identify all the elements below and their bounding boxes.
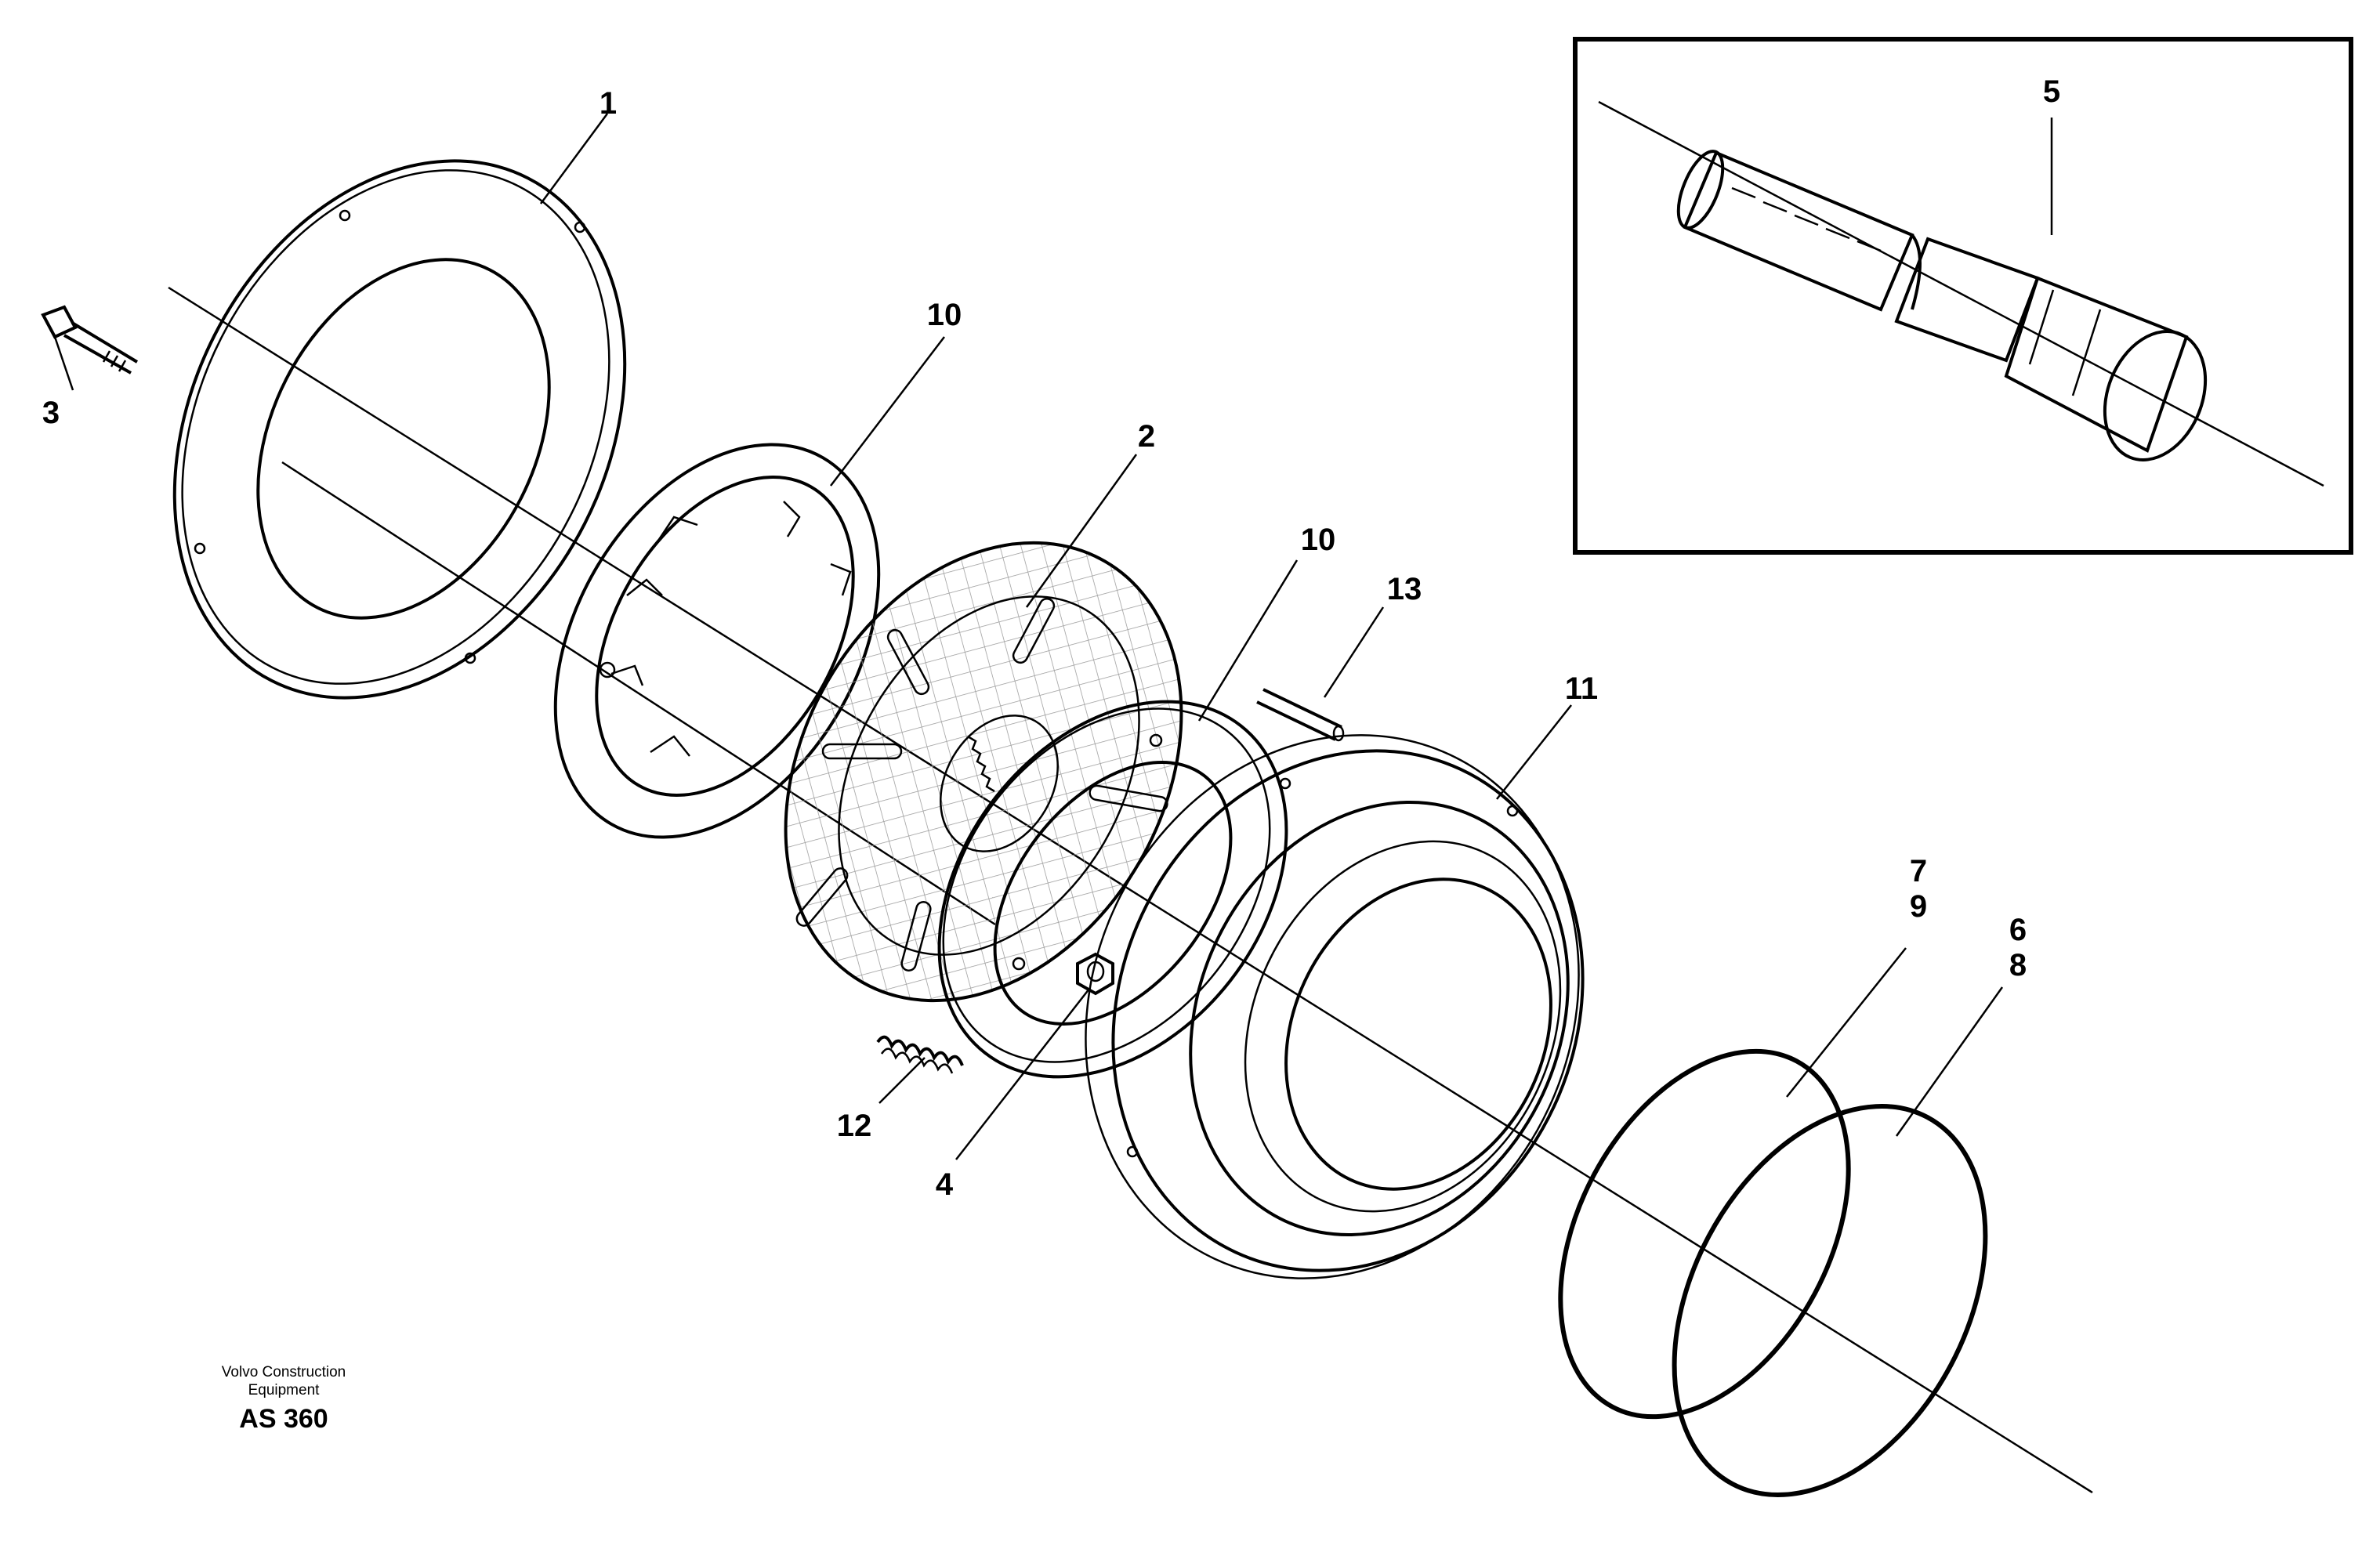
drawing-code: AS 360 [239, 1404, 328, 1434]
callout-1: 1 [600, 86, 617, 121]
callout-labels: 1 10 2 3 10 13 11 5 7 9 6 8 12 4 [42, 74, 2060, 1202]
callout-3: 3 [42, 396, 60, 430]
callout-10-top: 10 [927, 298, 962, 332]
part-12-spring [876, 1035, 964, 1074]
callout-9: 9 [1910, 889, 1927, 924]
callout-6: 6 [2009, 913, 2027, 947]
callout-11: 11 [1565, 671, 1598, 706]
part-2-friction-disc [784, 541, 1183, 1003]
part-3-bolt [41, 305, 139, 374]
o-ring-6-8 [1672, 1104, 1988, 1497]
part-1-plate [172, 159, 627, 700]
disc-slots [795, 597, 1168, 972]
callout-8: 8 [2009, 948, 2027, 982]
detail-inset [1573, 37, 2353, 555]
callout-2: 2 [1138, 419, 1155, 454]
publisher-line-1: Volvo Construction [222, 1364, 346, 1380]
callout-13: 13 [1387, 572, 1422, 606]
o-ring-7-9 [1558, 1048, 1851, 1420]
publisher-block: Volvo Construction Equipment AS 360 [222, 1364, 346, 1434]
callout-5: 5 [2043, 74, 2060, 109]
part-5-valve [1676, 150, 2208, 461]
callout-4: 4 [936, 1167, 954, 1202]
part-10-ring [937, 700, 1288, 1079]
callout-10-lower: 10 [1301, 523, 1336, 557]
publisher-line-2: Equipment [248, 1382, 321, 1398]
part-11-piston [1085, 734, 1585, 1279]
part-13-pin [1256, 688, 1345, 742]
leader-lines [53, 113, 2053, 1160]
callout-7: 7 [1910, 854, 1927, 888]
callout-12: 12 [837, 1109, 872, 1143]
